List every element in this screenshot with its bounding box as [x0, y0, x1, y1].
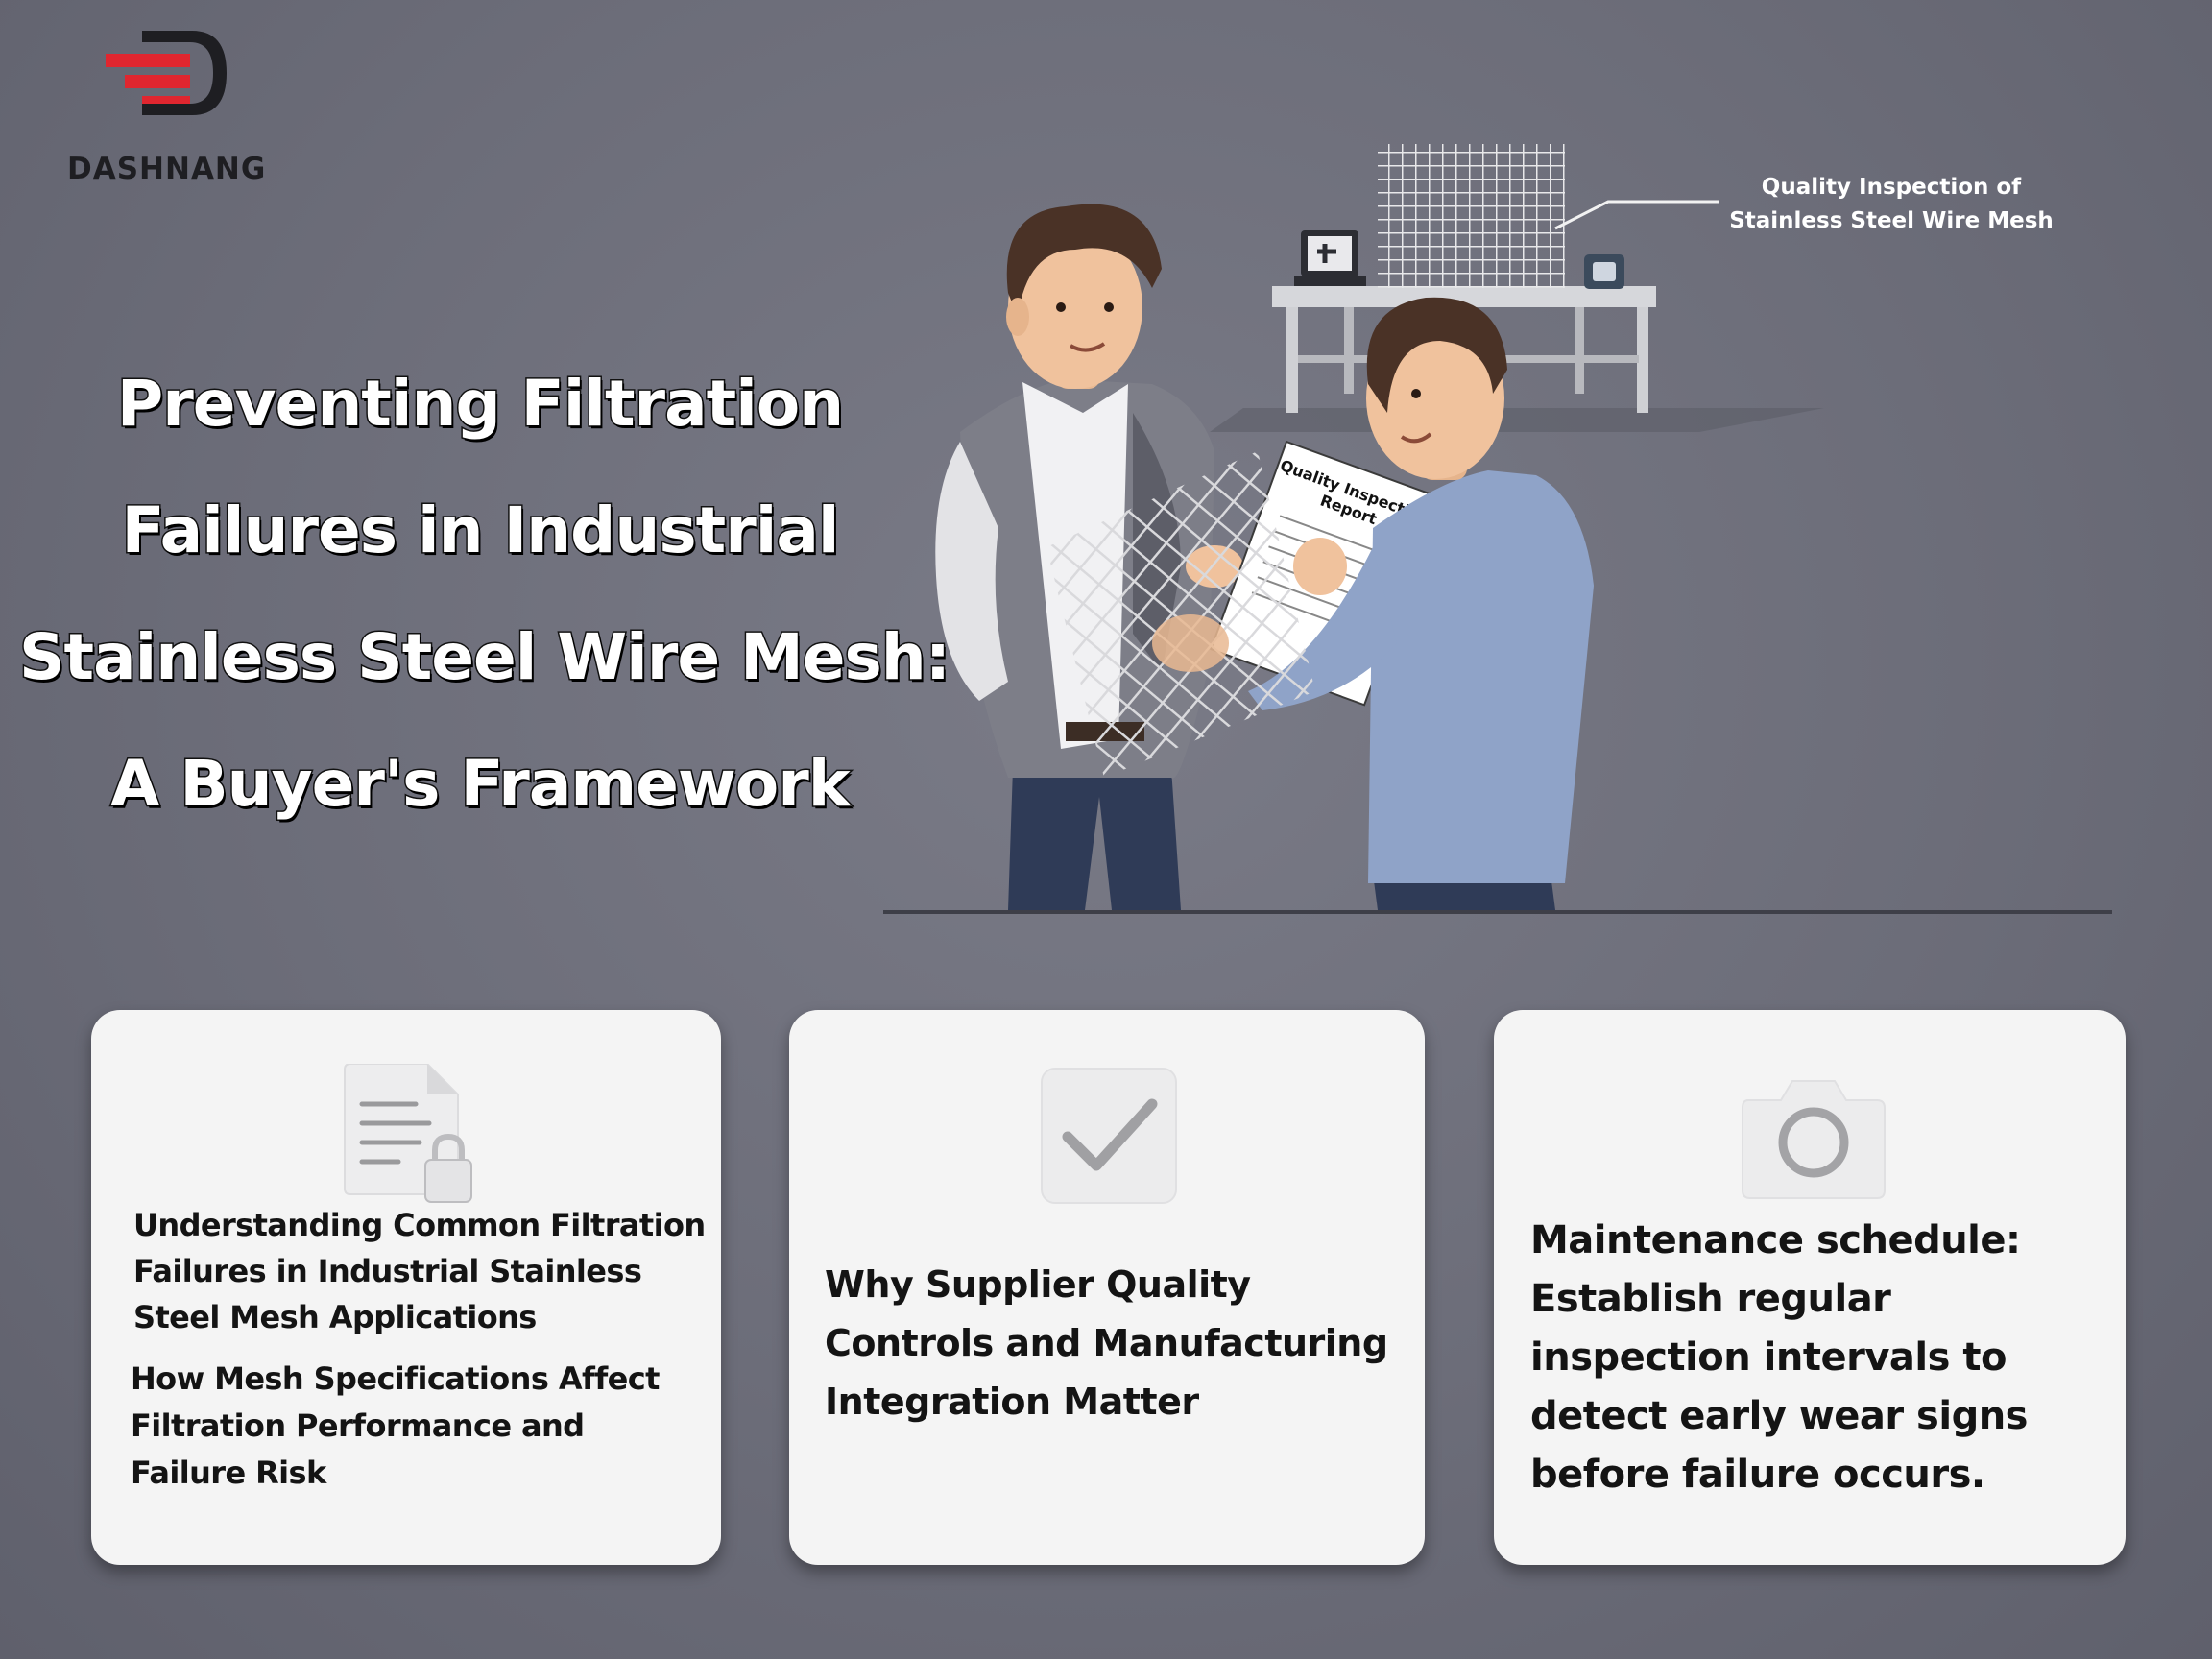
document-lock-icon [344, 1064, 472, 1203]
illustration-callout: Quality Inspection of Stainless Steel Wi… [1719, 171, 2064, 238]
title-line-1: Preventing Filtration [115, 366, 845, 443]
inspector-man-right [1248, 297, 1594, 910]
brand-logo[interactable]: DASHNANG [58, 19, 265, 186]
inspection-illustration: Quality Inspection Report [883, 144, 2112, 914]
mesh-sample-on-table [1378, 144, 1565, 288]
floor-line [883, 910, 2112, 914]
title-line-4: A Buyer's Framework [109, 746, 852, 823]
callout-line-2: Stainless Steel Wire Mesh [1729, 208, 2054, 233]
card3-heading: Maintenance schedule: Establish regular … [1530, 1218, 2029, 1497]
mesh-sample-in-hand [1046, 451, 1315, 778]
right-man-hand [1152, 614, 1229, 672]
card1-heading: Understanding Common Filtration Failures… [133, 1207, 706, 1335]
brand-name: DASHNANG [67, 152, 267, 186]
title-line-2: Failures in Industrial [120, 493, 841, 569]
checkmark-icon [1041, 1068, 1177, 1204]
table-shadow [1210, 408, 1824, 432]
info-card-maintenance-schedule[interactable]: Maintenance schedule: Establish regular … [1494, 1010, 2126, 1565]
title-line-3: Stainless Steel Wire Mesh: [18, 619, 952, 696]
page-title: Preventing Filtration Failures in Indust… [18, 341, 952, 848]
card1-subheading: How Mesh Specifications Affect Filtratio… [131, 1360, 660, 1491]
card2-heading: Why Supplier Quality Controls and Manufa… [825, 1263, 1388, 1423]
dashnang-logo-icon [106, 31, 227, 115]
device-icon [1584, 254, 1624, 289]
info-card-supplier-quality[interactable]: Why Supplier Quality Controls and Manufa… [789, 1010, 1425, 1565]
info-card-filtration-failures[interactable]: Understanding Common Filtration Failures… [91, 1010, 721, 1565]
camera-icon [1742, 1080, 1886, 1199]
laptop-icon [1294, 230, 1366, 286]
left-hand [1293, 538, 1347, 595]
callout-line [1554, 200, 1719, 230]
callout-line-1: Quality Inspection of [1761, 175, 2022, 200]
